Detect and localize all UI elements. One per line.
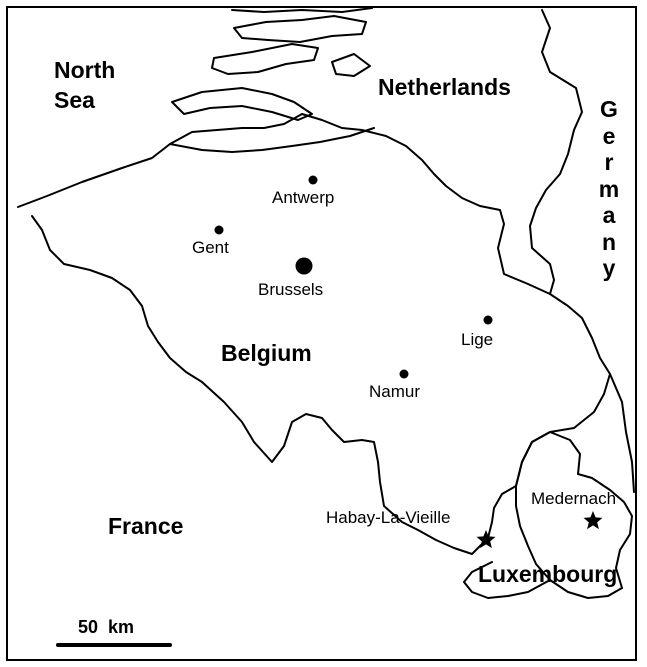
germany-letter: e — [602, 122, 616, 149]
netherlands-label: Netherlands — [378, 74, 511, 100]
germany-letter: a — [602, 202, 616, 228]
germany-border-east — [609, 373, 635, 493]
gent-dot — [214, 225, 224, 235]
antwerp-label: Antwerp — [272, 188, 335, 207]
france-label: France — [108, 513, 184, 539]
germany-letter: r — [604, 149, 614, 175]
medernach-star-icon — [583, 511, 603, 530]
north-sea-label-line1: North — [54, 57, 116, 83]
namur-dot — [399, 369, 409, 379]
luxembourg-border — [515, 431, 633, 599]
brussels-dot — [295, 257, 313, 275]
island-small — [331, 53, 371, 77]
belgium-label: Belgium — [221, 340, 312, 366]
map-frame — [6, 6, 637, 661]
germany-label: G e r m a n y — [596, 96, 622, 282]
namur-label: Namur — [369, 382, 421, 401]
germany-letter: n — [601, 228, 617, 255]
medernach-label: Medernach — [531, 489, 617, 508]
habay-label: Habay-La-Vieille — [326, 508, 451, 527]
north-sea-label-line2: Sea — [54, 87, 95, 113]
zeeland-island-1 — [171, 87, 313, 121]
habay-star-icon — [476, 530, 496, 549]
zeeland-island-3 — [233, 15, 367, 43]
zeeland-island-2 — [211, 43, 319, 75]
lige-dot — [483, 315, 493, 325]
luxembourg-label: Luxembourg — [478, 561, 618, 587]
coastline-north — [231, 8, 373, 13]
brussels-label: Brussels — [258, 280, 324, 299]
estuary-south — [169, 127, 375, 153]
gent-label: Gent — [192, 238, 229, 257]
germany-letter: G — [600, 96, 618, 122]
scale-bar-label: 50 km — [78, 617, 135, 637]
germany-letter: y — [602, 255, 616, 281]
lige-label: Lige — [461, 330, 494, 349]
germany-letter: m — [598, 175, 620, 202]
antwerp-dot — [308, 175, 318, 185]
france-border-south — [463, 561, 551, 599]
netherlands-germany-border — [529, 9, 583, 295]
map-canvas — [17, 8, 635, 647]
